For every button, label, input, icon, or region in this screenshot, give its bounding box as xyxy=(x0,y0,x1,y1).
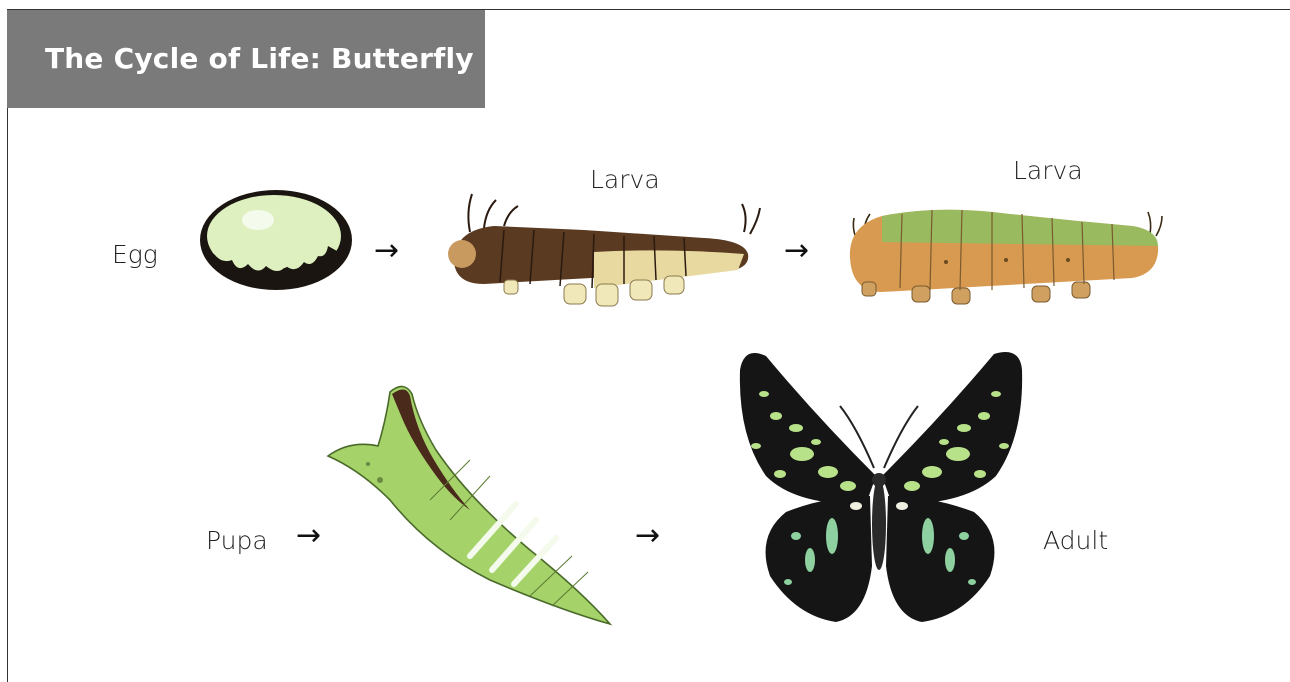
arrow-pupa-to-adult: → xyxy=(635,521,660,551)
label-egg: Egg xyxy=(112,240,158,269)
arrow-pupa-in: → xyxy=(296,521,321,551)
larva-early-illustration xyxy=(444,192,764,316)
adult-butterfly-illustration xyxy=(736,346,1026,628)
label-adult: Adult xyxy=(1043,526,1108,555)
page-title: The Cycle of Life: Butterfly xyxy=(45,42,474,75)
title-bar: The Cycle of Life: Butterfly xyxy=(7,10,485,108)
arrow-egg-to-larva: → xyxy=(374,236,399,266)
larva-late-illustration xyxy=(842,202,1168,314)
arrow-larva-to-larva: → xyxy=(784,236,809,266)
label-pupa: Pupa xyxy=(206,526,268,555)
pupa-illustration xyxy=(320,380,616,630)
label-larva-2: Larva xyxy=(1013,156,1083,185)
egg-illustration xyxy=(196,184,358,296)
diagram-frame xyxy=(7,9,1290,682)
label-larva-1: Larva xyxy=(590,165,660,194)
